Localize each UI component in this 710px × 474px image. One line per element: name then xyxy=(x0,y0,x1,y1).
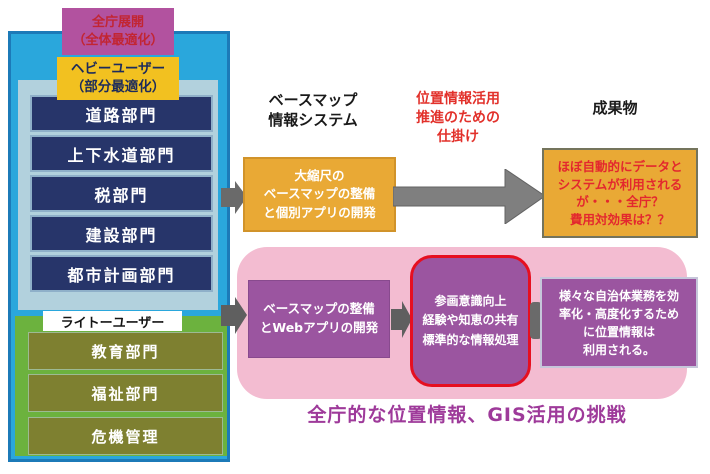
arrow-right-large-icon xyxy=(393,169,545,224)
heavy-user-header-box: ヘビーユーザー （部分最適化） xyxy=(57,57,179,100)
arrow-right-small-heavy-icon xyxy=(221,181,247,214)
heavy-department-box-water: 上下水道部門 xyxy=(30,135,213,172)
heavy-department-box-urban-planning: 都市計画部門 xyxy=(30,255,213,292)
column-header-deliverables: 成果物 xyxy=(592,99,638,117)
light-department-box-crisis: 危機管理 xyxy=(28,417,223,455)
heavy-department-box-construction: 建設部門 xyxy=(30,215,213,252)
light-department-box-welfare: 福祉部門 xyxy=(28,374,223,412)
light-department-box-education: 教育部門 xyxy=(28,332,223,370)
arrow-connector-light-3-icon xyxy=(530,302,542,339)
deployment-header-box: 全庁展開 （全体最適化） xyxy=(62,8,174,55)
arrow-right-small-light-1-icon xyxy=(221,297,247,334)
heavy-development-box: 大縮尺の ベースマップの整備 と個別アプリの開発 xyxy=(243,157,396,232)
column-header-basemap-system: ベースマップ 情報システム xyxy=(268,91,358,130)
light-development-box: ベースマップの整備 とWebアプリの開発 xyxy=(248,280,390,358)
heavy-department-box-roads: 道路部門 xyxy=(30,95,213,132)
arrow-right-small-light-2-icon xyxy=(391,301,412,338)
light-mechanism-box: 参画意識向上 経験や知恵の共有 標準的な情報処理 xyxy=(410,255,531,387)
column-header-mechanism: 位置情報活用 推進のための 仕掛け xyxy=(416,91,500,145)
footer-challenge-text: 全庁的な位置情報、GIS活用の挑戦 xyxy=(307,404,627,426)
heavy-department-box-tax: 税部門 xyxy=(30,175,213,212)
light-user-header-box: ライトーユーザー xyxy=(43,311,182,331)
light-result-box: 様々な自治体業務を効 率化・高度化するため に位置情報は 利用される。 xyxy=(540,277,698,368)
heavy-result-box: ほぼ自動的にデータと システムが利用される が・・・全庁？ 費用対効果は？？ xyxy=(542,148,698,238)
